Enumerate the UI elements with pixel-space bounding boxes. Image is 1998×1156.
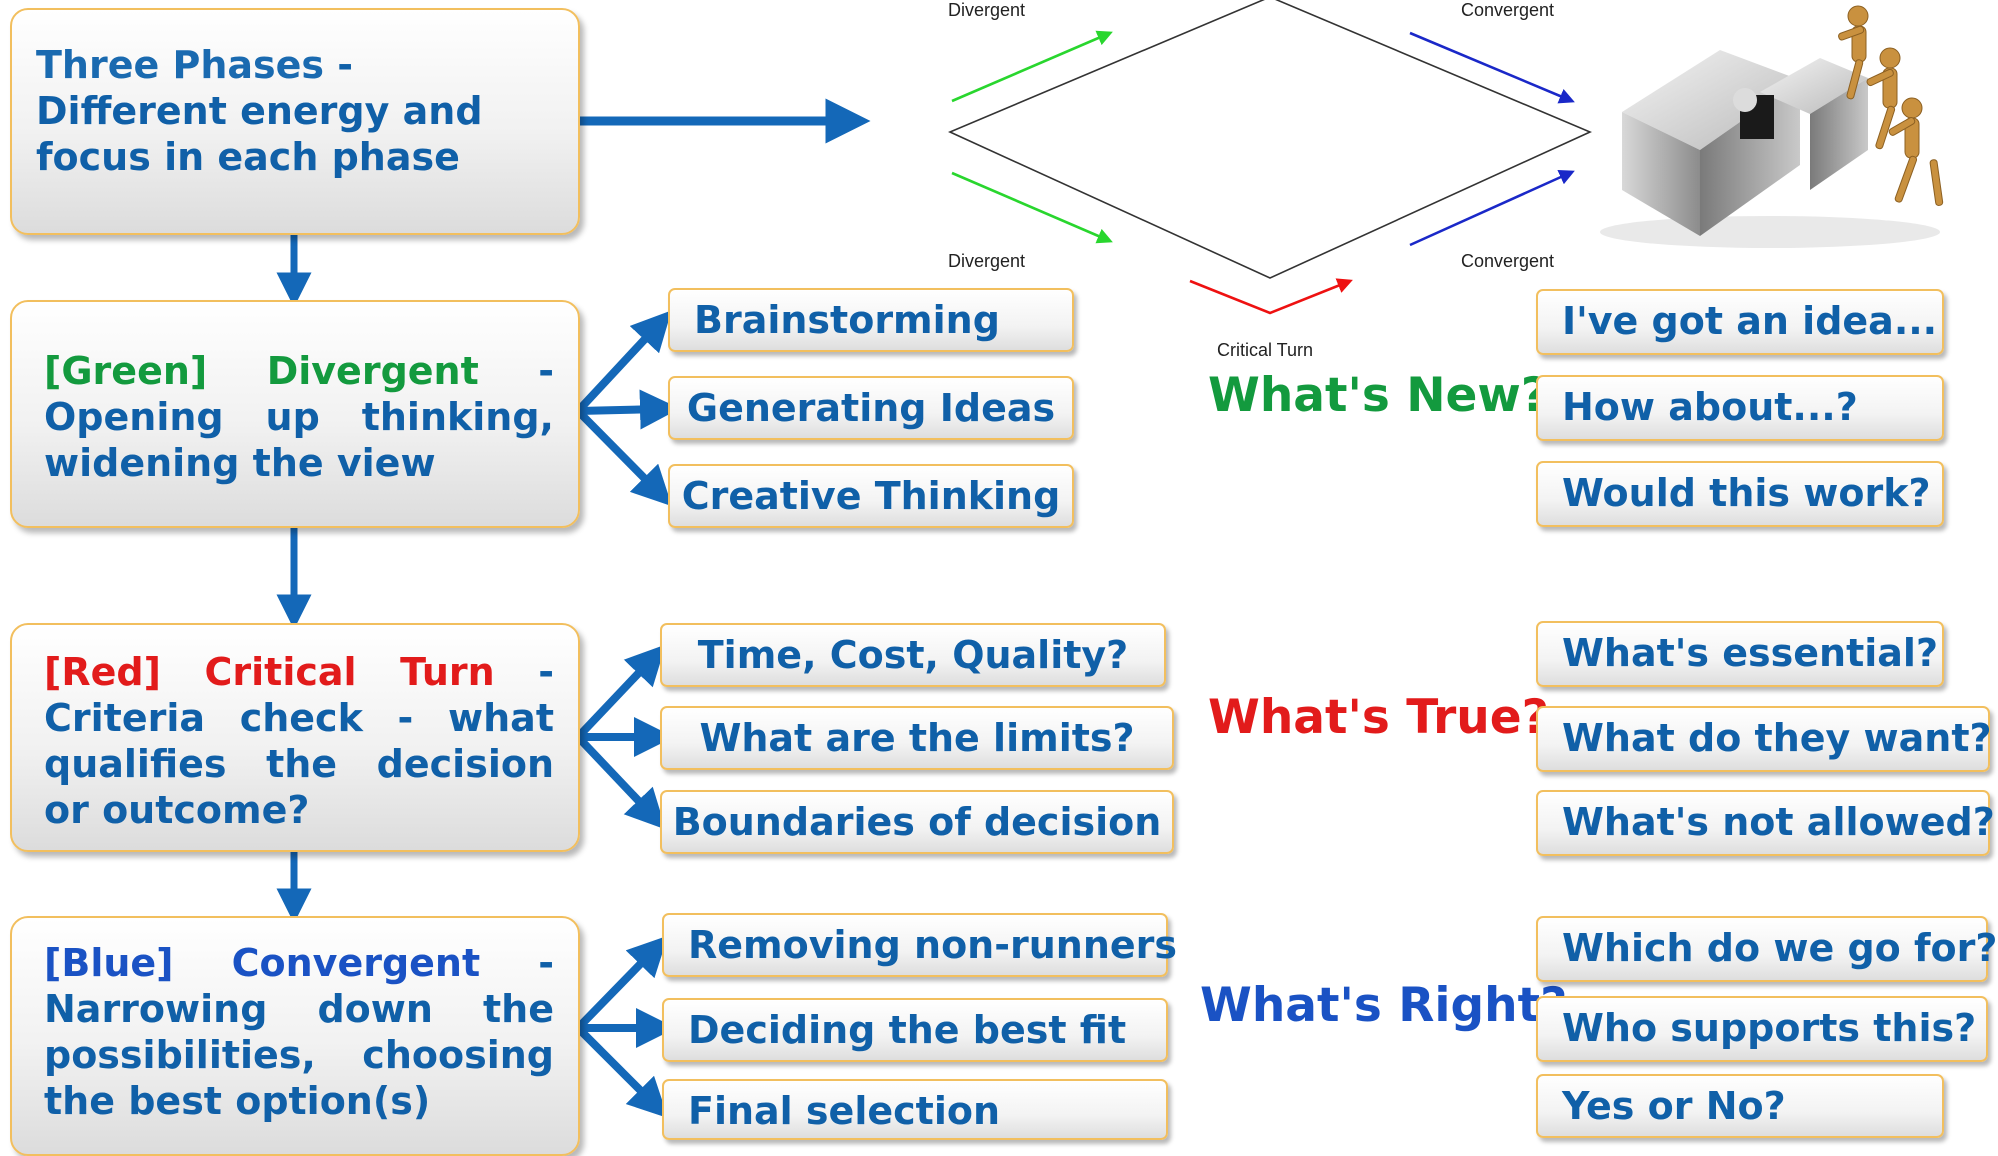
label-convergent-bottom: Convergent: [1461, 251, 1555, 271]
label-critical-turn: Critical Turn: [1217, 340, 1314, 360]
divergent-name: Divergent: [266, 349, 479, 393]
activity-removing-non-runners: Removing non-runners: [662, 913, 1177, 977]
convergent-phase-box: [Blue] Convergent - Narrowing down the p…: [10, 916, 580, 1156]
divergent-desc: Opening up thinking, widening the view: [44, 395, 554, 485]
label-divergent-top: Divergent: [948, 0, 1026, 20]
process-diamond: [948, 0, 1592, 279]
fan-arrows-divergent: [575, 310, 680, 507]
phrase-what-do-they-want: What do they want?: [1536, 706, 1992, 772]
three-phases-text: Three Phases - Different energy and focu…: [36, 42, 554, 180]
critical-dash: -: [538, 650, 555, 694]
divergent-dash: -: [538, 349, 554, 393]
critical-desc: Criteria check - what qualifies the deci…: [44, 696, 554, 832]
phrase-would-this-work: Would this work?: [1536, 461, 1944, 527]
divergent-tag: [Green]: [44, 349, 208, 393]
question-whats-right: What's Right?: [1200, 978, 1568, 1033]
phrase-yes-or-no: Yes or No?: [1536, 1074, 1944, 1138]
activity-final-selection: Final selection: [662, 1079, 1168, 1140]
activity-brainstorming: Brainstorming: [668, 288, 1074, 352]
convergent-arrow-top: [1409, 31, 1575, 104]
phrase-got-an-idea: I've got an idea...: [1536, 289, 1944, 355]
convergent-desc: Narrowing down the possibilities, choosi…: [44, 987, 554, 1123]
label-convergent-top: Convergent: [1461, 0, 1555, 20]
critical-turn-arrow: [1189, 278, 1353, 315]
phrase-whats-not-allowed: What's not allowed?: [1536, 790, 1995, 856]
question-whats-true: What's True?: [1208, 690, 1549, 745]
activity-generating-ideas: Generating Ideas: [668, 376, 1074, 440]
divergent-phase-box: [Green] Divergent - Opening up thinking,…: [10, 300, 580, 528]
critical-tag: [Red]: [44, 650, 161, 694]
fan-arrows-convergent: [575, 935, 676, 1119]
phrase-whats-essential: What's essential?: [1536, 621, 1944, 687]
activity-limits: What are the limits?: [660, 706, 1174, 770]
activity-creative-thinking: Creative Thinking: [668, 464, 1074, 528]
convergent-name: Convergent: [231, 941, 481, 985]
phrase-how-about: How about...?: [1536, 375, 1944, 441]
convergent-dash: -: [538, 941, 554, 985]
critical-phase-box: [Red] Critical Turn - Criteria check - w…: [10, 623, 580, 852]
critical-name: Critical Turn: [204, 650, 495, 694]
three-phases-rest: - Different energy and focus in each pha…: [36, 43, 483, 179]
phrase-which-do-we-go-for: Which do we go for?: [1536, 916, 1997, 982]
activity-best-fit: Deciding the best fit: [662, 998, 1168, 1062]
fan-arrows-critical: [575, 644, 674, 830]
question-whats-new: What's New?: [1208, 368, 1549, 423]
phrase-who-supports-this: Who supports this?: [1536, 996, 1988, 1062]
three-phases-lead: Three Phases: [36, 43, 325, 87]
convergent-tag: [Blue]: [44, 941, 174, 985]
puzzle-teamwork-illustration: [1600, 5, 1944, 248]
label-divergent-bottom: Divergent: [948, 251, 1026, 271]
activity-boundaries: Boundaries of decision: [660, 790, 1174, 854]
activity-time-cost-quality: Time, Cost, Quality?: [660, 623, 1166, 687]
divergent-arrow-top: [951, 30, 1113, 103]
three-phases-box: Three Phases - Different energy and focu…: [10, 8, 580, 235]
divergent-arrow-bottom: [951, 171, 1113, 244]
convergent-arrow-bottom: [1409, 170, 1575, 247]
